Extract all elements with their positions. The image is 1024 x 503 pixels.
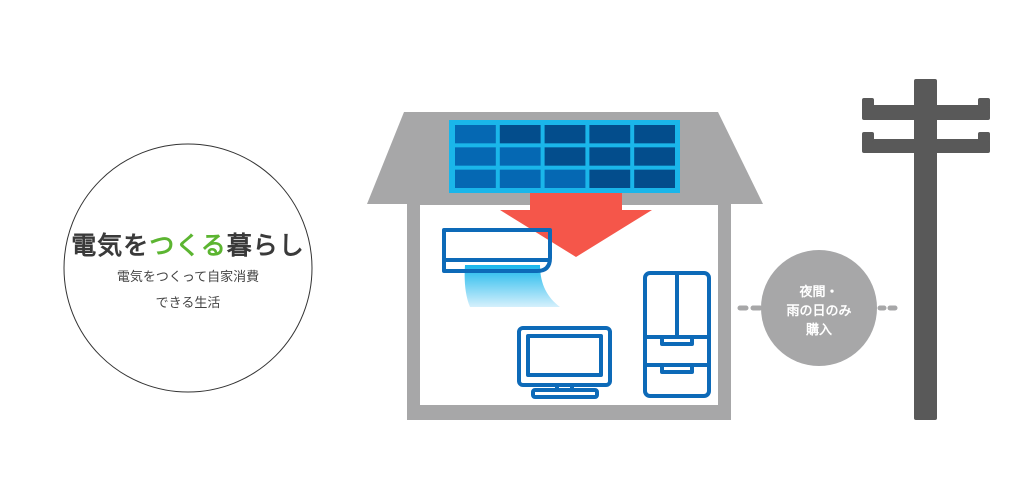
badge-line2: 雨の日のみ bbox=[786, 304, 852, 319]
solar-cell bbox=[589, 125, 631, 144]
solar-cell bbox=[455, 169, 496, 188]
intro-circle bbox=[63, 143, 313, 393]
intro-subtitle-line2: できる生活 bbox=[155, 296, 221, 311]
badge-line3: 購入 bbox=[805, 323, 832, 338]
solar-cell bbox=[499, 125, 541, 144]
utility-pole-icon bbox=[862, 79, 990, 420]
grid-purchase-badge bbox=[761, 250, 877, 366]
down-arrow-icon bbox=[500, 193, 652, 257]
solar-cell bbox=[499, 169, 541, 188]
solar-cell bbox=[544, 169, 586, 188]
solar-cell bbox=[499, 147, 541, 166]
solar-cell bbox=[634, 169, 675, 188]
solar-cell bbox=[455, 125, 496, 144]
badge-line1: 夜間・ bbox=[799, 285, 839, 300]
solar-cell bbox=[589, 147, 631, 166]
solar-panel-icon bbox=[449, 120, 680, 193]
solar-cell bbox=[589, 169, 631, 188]
solar-cell bbox=[544, 125, 586, 144]
solar-cell bbox=[455, 147, 496, 166]
solar-cell bbox=[634, 147, 675, 166]
television-icon bbox=[517, 326, 612, 399]
title-highlight: つくる bbox=[149, 231, 227, 260]
title-part: 暮らし bbox=[226, 231, 305, 260]
intro-title: 電気をつくる暮らし bbox=[64, 226, 312, 262]
title-part: 電気を bbox=[71, 231, 150, 260]
solar-cell bbox=[634, 125, 675, 144]
solar-cell bbox=[544, 147, 586, 166]
air-conditioner-icon bbox=[442, 228, 560, 307]
intro-subtitle-line1: 電気をつくって自家消費 bbox=[116, 270, 260, 285]
refrigerator-icon bbox=[643, 271, 711, 398]
